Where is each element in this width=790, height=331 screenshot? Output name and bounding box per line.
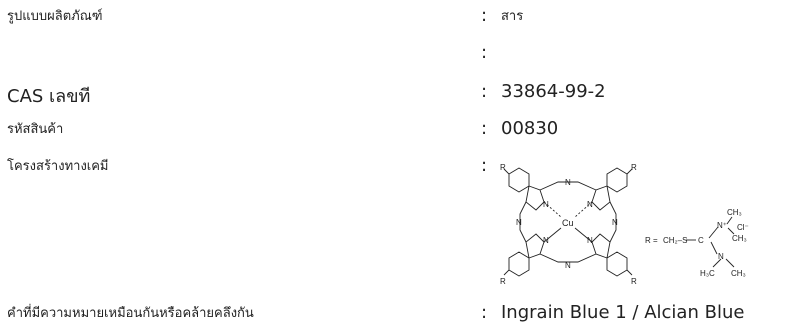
cas-value: 33864-99-2	[501, 81, 606, 102]
copper-label: Cu	[562, 218, 574, 228]
carbon-label: C	[698, 236, 704, 245]
structure-label: โครงสร้างทางเคมี	[7, 159, 109, 174]
colon: :	[481, 5, 488, 26]
product-type-label: รูปแบบผลิตภัณฑ์	[7, 9, 103, 24]
product-type-value: สาร	[501, 9, 524, 24]
colon: :	[481, 118, 488, 139]
n-plus-label: N⁺	[717, 221, 727, 230]
n-label: N	[565, 261, 571, 270]
synonyms-value: Ingrain Blue 1 / Alcian Blue	[501, 302, 745, 323]
n-label: N	[543, 236, 549, 245]
colon: :	[481, 302, 488, 323]
cas-label: CAS เลขที	[7, 86, 91, 107]
r-equals-label: R =	[645, 236, 658, 245]
r-label: R	[500, 277, 506, 286]
colon: :	[481, 42, 488, 63]
n-label: N	[543, 200, 549, 209]
n-label: N	[516, 218, 522, 227]
n-label: N	[587, 200, 593, 209]
r-label: R	[631, 277, 637, 286]
synonyms-label: คำที่มีความหมายเหมือนกันหรือคล้ายคลึงกัน	[7, 306, 254, 321]
ch3-label: CH₃	[731, 269, 746, 278]
n-label: N	[565, 178, 571, 187]
ch3-label: CH₃	[727, 208, 742, 217]
product-code-label: รหัสสินค้า	[7, 122, 64, 137]
colon: :	[481, 81, 488, 102]
h3c-label: H₃C	[700, 269, 715, 278]
product-code-value: 00830	[501, 118, 559, 139]
n-label: N	[612, 218, 618, 227]
chloride-label: Cl⁻	[737, 223, 749, 232]
ch3-label: CH₃	[732, 234, 747, 243]
n-label: N	[718, 252, 724, 261]
r-label: R	[500, 163, 506, 172]
colon: :	[481, 155, 488, 176]
r-label: R	[631, 163, 637, 172]
ch2-s-label: CH₂–S	[663, 236, 687, 245]
n-label: N	[587, 236, 593, 245]
chemical-structure-image: R R R R N N N N N N N N Cu R = CH₂–S C N…	[500, 163, 749, 286]
